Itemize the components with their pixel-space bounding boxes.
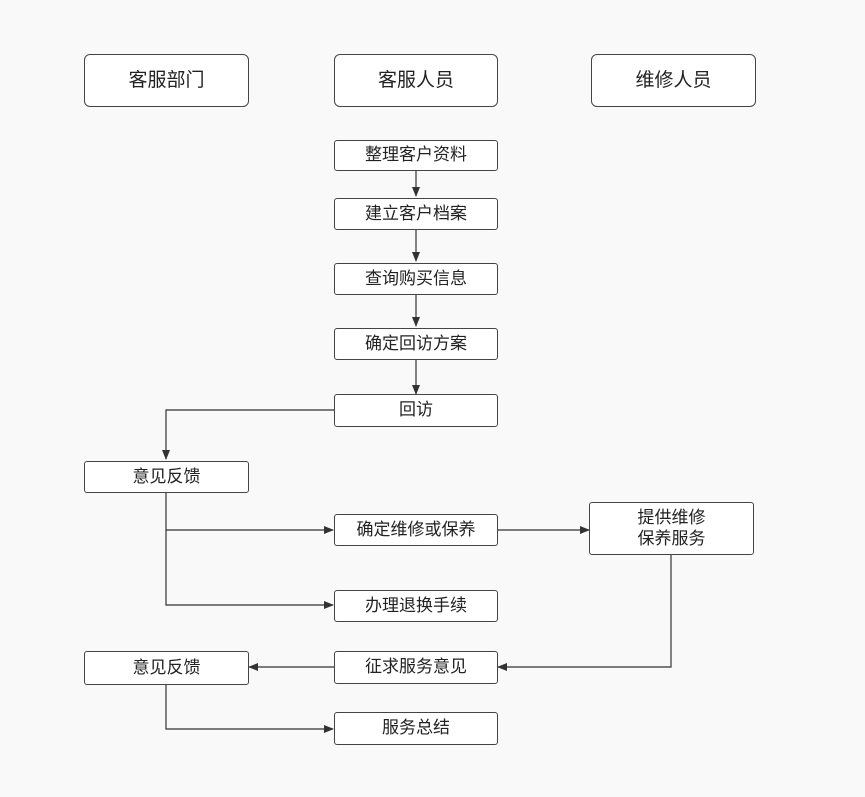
node-create-customer-file: 建立客户档案	[334, 198, 498, 230]
node-collect-service-opinion: 征求服务意见	[334, 651, 498, 684]
node-provide-repair-service: 提供维修 保养服务	[589, 502, 754, 555]
node-confirm-repair-or-maintenance: 确定维修或保养	[334, 514, 498, 546]
node-organize-customer-info: 整理客户资料	[334, 140, 498, 171]
node-feedback-second: 意见反馈	[84, 651, 249, 685]
node-feedback-first: 意见反馈	[84, 461, 249, 493]
edge-feedback1-to-confirm-repair	[165, 493, 334, 534]
node-return-visit: 回访	[334, 394, 498, 427]
header-customer-service-dept: 客服部门	[84, 54, 249, 107]
node-query-purchase-info: 查询购买信息	[334, 263, 498, 295]
node-determine-visit-plan: 确定回访方案	[334, 328, 498, 360]
edge-visit-to-feedback1	[162, 409, 334, 460]
node-service-summary: 服务总结	[334, 712, 498, 745]
header-repair-staff: 维修人员	[591, 54, 756, 107]
node-return-exchange-procedure: 办理退换手续	[334, 590, 498, 622]
edge-feedback1-to-return-exchange	[165, 530, 334, 609]
header-customer-service-staff: 客服人员	[334, 54, 498, 107]
edge-feedback2-to-summary	[165, 685, 334, 733]
edge-provide-service-to-collect-opinion	[497, 555, 672, 671]
